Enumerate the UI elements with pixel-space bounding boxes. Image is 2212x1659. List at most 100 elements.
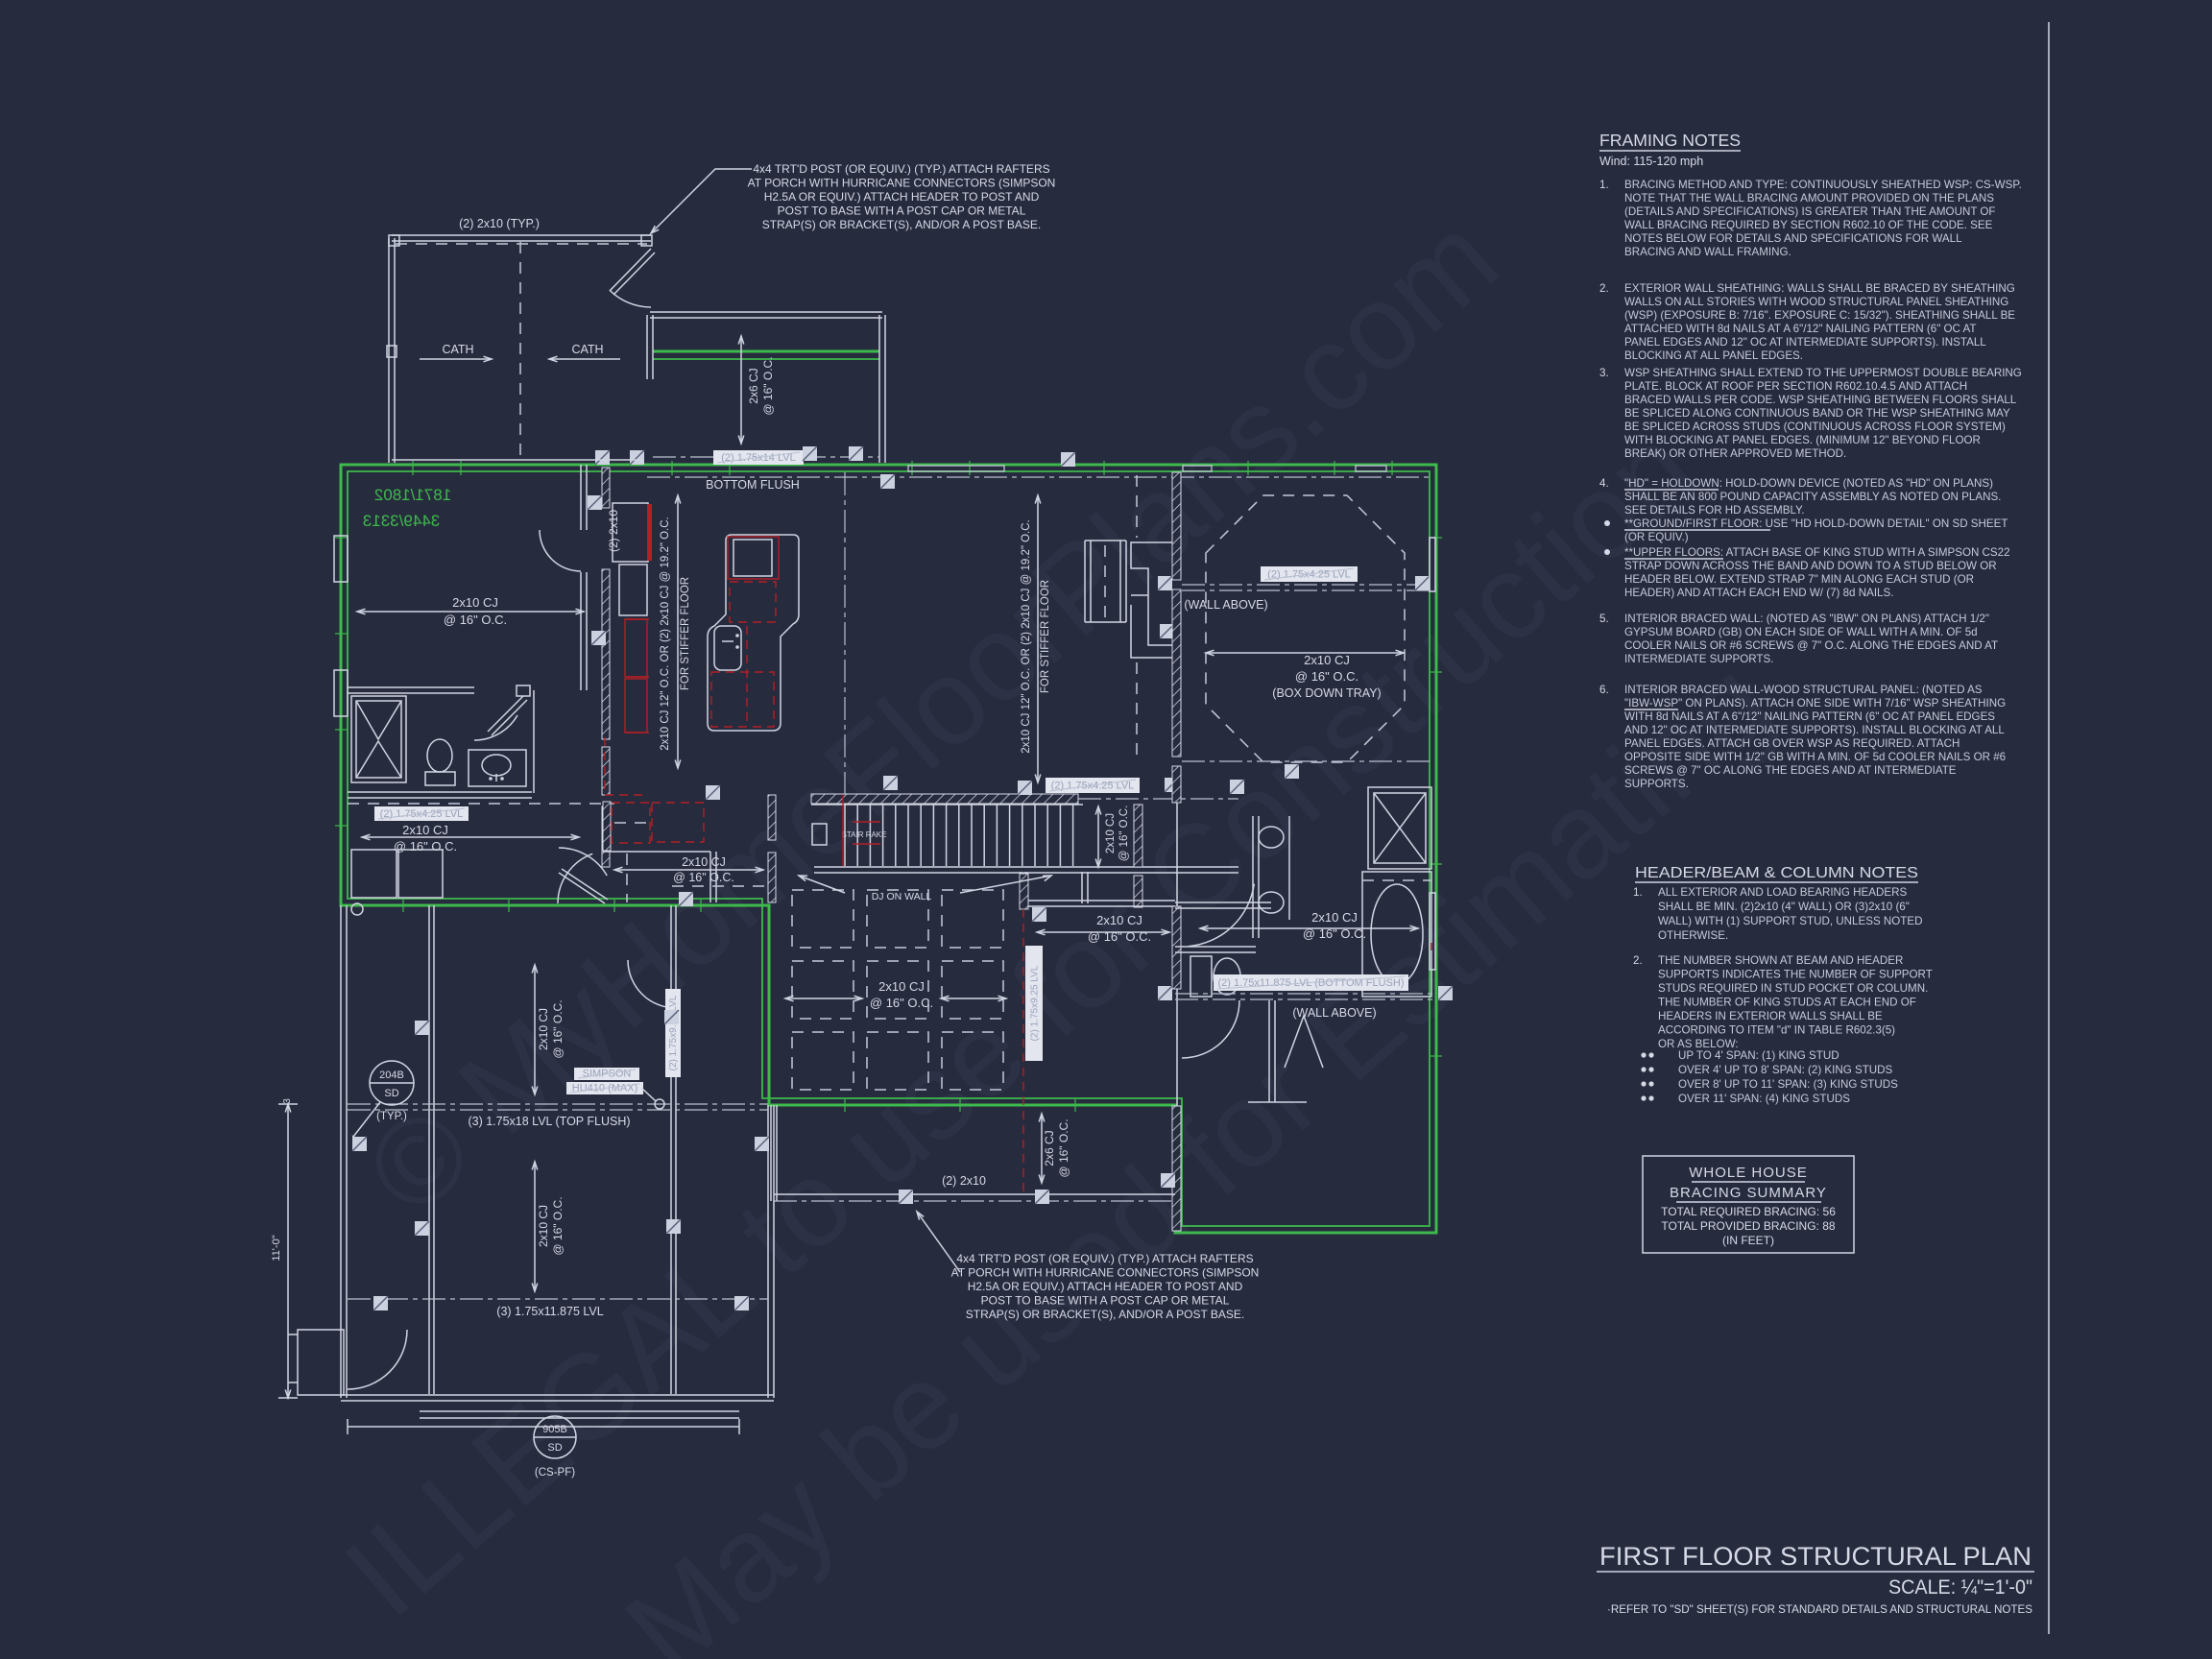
svg-text:NOTE THAT THE WALL BRACING AMO: NOTE THAT THE WALL BRACING AMOUNT PROVID… bbox=[1624, 192, 1994, 204]
svg-text:1871/1802: 1871/1802 bbox=[374, 486, 451, 504]
svg-text:2x10 CJ 12" O.C. OR (2) 2x10 C: 2x10 CJ 12" O.C. OR (2) 2x10 CJ @ 19.2" … bbox=[660, 517, 671, 751]
svg-text:2x10 CJ: 2x10 CJ bbox=[402, 823, 448, 837]
svg-text:EXTERIOR WALL SHEATHING: WALLS: EXTERIOR WALL SHEATHING: WALLS SHALL BE … bbox=[1624, 282, 2015, 295]
svg-text:3449/3313: 3449/3313 bbox=[363, 512, 440, 530]
svg-text:(2) 1.75x9.25 LVL: (2) 1.75x9.25 LVL bbox=[1030, 965, 1041, 1041]
svg-text:THE NUMBER SHOWN AT BEAM AND H: THE NUMBER SHOWN AT BEAM AND HEADER bbox=[1658, 954, 1903, 967]
svg-text:(WALL ABOVE): (WALL ABOVE) bbox=[1292, 1006, 1376, 1020]
svg-text:BRACING SUMMARY: BRACING SUMMARY bbox=[1670, 1185, 1827, 1201]
svg-text:SD: SD bbox=[547, 1442, 562, 1454]
svg-text:(2) 1.75x9.25 LVL: (2) 1.75x9.25 LVL bbox=[668, 995, 679, 1070]
svg-text:INTERIOR BRACED WALL: (NOTED A: INTERIOR BRACED WALL: (NOTED AS "IBW" ON… bbox=[1624, 613, 1989, 625]
svg-text:FOR STIFFER FLOOR: FOR STIFFER FLOOR bbox=[1040, 580, 1051, 693]
svg-text:4x4 TRT'D POST (OR EQUIV.) (TY: 4x4 TRT'D POST (OR EQUIV.) (TYP.) ATTACH… bbox=[753, 162, 1049, 176]
svg-text:ATTACHED WITH 8d NAILS AT A 6": ATTACHED WITH 8d NAILS AT A 6"/12" NAILI… bbox=[1624, 323, 1976, 335]
svg-text:POST TO BASE WITH A POST CAP O: POST TO BASE WITH A POST CAP OR METAL bbox=[778, 204, 1026, 218]
svg-text:2.: 2. bbox=[1633, 954, 1643, 967]
svg-text:@ 16" O.C.: @ 16" O.C. bbox=[444, 613, 507, 627]
svg-text:(OR EQUIV.): (OR EQUIV.) bbox=[1624, 531, 1689, 543]
svg-text:STUDS REQUIRED IN STUD POCKET: STUDS REQUIRED IN STUD POCKET OR COLUMN. bbox=[1658, 982, 1928, 995]
svg-text:2x6 CJ: 2x6 CJ bbox=[1043, 1130, 1056, 1166]
svg-text:(3) 1.75x11.875 LVL: (3) 1.75x11.875 LVL bbox=[496, 1305, 603, 1318]
svg-text:H2.5A OR EQUIV.) ATTACH HEADER: H2.5A OR EQUIV.) ATTACH HEADER TO POST A… bbox=[764, 190, 1040, 204]
svg-text:WITH 8d NAILS AT A 6"/12" NAIL: WITH 8d NAILS AT A 6"/12" NAILING PATTER… bbox=[1624, 710, 1995, 723]
svg-text:(3) 1.75x18 LVL (TOP FLUSH): (3) 1.75x18 LVL (TOP FLUSH) bbox=[468, 1115, 630, 1128]
svg-text:SHALL BE AN 800 POUND CAPACITY: SHALL BE AN 800 POUND CAPACITY ASSEMBLY … bbox=[1624, 491, 2001, 503]
svg-text:SD: SD bbox=[384, 1088, 398, 1099]
svg-text:@ 16" O.C.: @ 16" O.C. bbox=[1295, 669, 1358, 684]
svg-text:3: 3 bbox=[282, 1098, 293, 1104]
svg-text:@ 16" O.C.: @ 16" O.C. bbox=[551, 999, 565, 1058]
svg-text:AND 12" OC AT INTERMEDIATE SUP: AND 12" OC AT INTERMEDIATE SUPPORTS). IN… bbox=[1624, 724, 2005, 736]
svg-text:H2.5A OR EQUIV.) ATTACH HEADER: H2.5A OR EQUIV.) ATTACH HEADER TO POST A… bbox=[968, 1280, 1243, 1293]
svg-text:SHALL BE MIN. (2)2x10 (4" WALL: SHALL BE MIN. (2)2x10 (4" WALL) OR (3)2x… bbox=[1658, 901, 1910, 913]
svg-text:DJ ON WALL: DJ ON WALL bbox=[872, 891, 932, 902]
svg-text:(2) 1.75x11.875 LVL (BOTTOM FL: (2) 1.75x11.875 LVL (BOTTOM FLUSH) bbox=[1218, 977, 1405, 989]
svg-text:WALL) WITH (1) SUPPORT STUD, U: WALL) WITH (1) SUPPORT STUD, UNLESS NOTE… bbox=[1658, 915, 1923, 927]
svg-text:PLATE. BLOCK AT ROOF PER SECTI: PLATE. BLOCK AT ROOF PER SECTION R602.10… bbox=[1624, 380, 1967, 393]
svg-text:INTERIOR BRACED WALL-WOOD STRU: INTERIOR BRACED WALL-WOOD STRUCTURAL PAN… bbox=[1624, 684, 1983, 696]
svg-text:BOTTOM FLUSH: BOTTOM FLUSH bbox=[706, 478, 800, 492]
svg-text:BRACING METHOD AND TYPE: CONTI: BRACING METHOD AND TYPE: CONTINUOUSLY SH… bbox=[1624, 179, 2022, 191]
svg-text:SEE DETAILS FOR HD ASSEMBLY.: SEE DETAILS FOR HD ASSEMBLY. bbox=[1624, 504, 1805, 517]
svg-text:2x10 CJ: 2x10 CJ bbox=[1096, 913, 1142, 927]
svg-text:WALL BRACING REQUIRED BY SECTI: WALL BRACING REQUIRED BY SECTION R602.10… bbox=[1624, 219, 1993, 231]
svg-text:(WSP) (EXPOSURE B: 7/16". EXPO: (WSP) (EXPOSURE B: 7/16". EXPOSURE C: 15… bbox=[1624, 309, 2015, 322]
svg-text:905B: 905B bbox=[542, 1424, 567, 1435]
svg-text:@ 16" O.C.: @ 16" O.C. bbox=[1057, 1118, 1070, 1177]
svg-text:ALL EXTERIOR AND LOAD BEARING: ALL EXTERIOR AND LOAD BEARING HEADERS bbox=[1658, 886, 1907, 899]
svg-text:STRAP(S) OR BRACKET(S), AND/OR: STRAP(S) OR BRACKET(S), AND/OR A POST BA… bbox=[966, 1308, 1245, 1321]
svg-text:5.: 5. bbox=[1599, 613, 1609, 625]
svg-text:WHOLE HOUSE: WHOLE HOUSE bbox=[1689, 1165, 1808, 1181]
svg-text:PANEL EDGES. ATTACH GB OVER WS: PANEL EDGES. ATTACH GB OVER WSP AS REQUI… bbox=[1624, 737, 1960, 750]
svg-text:TOTAL PROVIDED BRACING: 88: TOTAL PROVIDED BRACING: 88 bbox=[1661, 1219, 1835, 1233]
svg-text:OVER 8' UP TO 11' SPAN: (3) KI: OVER 8' UP TO 11' SPAN: (3) KING STUDS bbox=[1678, 1078, 1898, 1091]
svg-text:(BOX DOWN TRAY): (BOX DOWN TRAY) bbox=[1272, 686, 1381, 700]
svg-text:ACCORDING TO ITEM "d" IN TABLE: ACCORDING TO ITEM "d" IN TABLE R602.3(5) bbox=[1658, 1024, 1895, 1037]
svg-text:HEADER/BEAM & COLUMN NOTES: HEADER/BEAM & COLUMN NOTES bbox=[1635, 865, 1918, 881]
svg-text:@ 16" O.C.: @ 16" O.C. bbox=[761, 356, 775, 415]
svg-text:2x10 CJ: 2x10 CJ bbox=[537, 1205, 550, 1247]
svg-text:SUPPORTS.: SUPPORTS. bbox=[1624, 778, 1689, 790]
svg-text:@ 16" O.C.: @ 16" O.C. bbox=[870, 996, 933, 1010]
svg-text:2x10 CJ 12" O.C. OR (2) 2x10 C: 2x10 CJ 12" O.C. OR (2) 2x10 CJ @ 19.2" … bbox=[1021, 519, 1032, 754]
svg-text:OTHERWISE.: OTHERWISE. bbox=[1658, 929, 1728, 942]
svg-text:2x10 CJ: 2x10 CJ bbox=[452, 595, 498, 610]
svg-text:**UPPER FLOORS: ATTACH BASE OF: **UPPER FLOORS: ATTACH BASE OF KING STUD… bbox=[1624, 546, 2010, 559]
svg-text:GYPSUM BOARD (GB) ON EACH SIDE: GYPSUM BOARD (GB) ON EACH SIDE OF WALL W… bbox=[1624, 626, 1978, 638]
svg-text:FRAMING NOTES: FRAMING NOTES bbox=[1599, 131, 1741, 150]
svg-text:(2) 2x10 (TYP.): (2) 2x10 (TYP.) bbox=[459, 217, 540, 230]
svg-text:1.: 1. bbox=[1599, 179, 1609, 191]
svg-text:FIRST FLOOR STRUCTURAL PLAN: FIRST FLOOR STRUCTURAL PLAN bbox=[1599, 1542, 2032, 1571]
svg-text:OPPOSITE SIDE WITH 1/2" GB WIT: OPPOSITE SIDE WITH 1/2" GB WITH A MIN. O… bbox=[1624, 751, 2006, 763]
svg-text:4.: 4. bbox=[1599, 477, 1609, 490]
svg-text:2x10 CJ: 2x10 CJ bbox=[537, 1008, 550, 1050]
svg-text:@ 16" O.C.: @ 16" O.C. bbox=[551, 1196, 565, 1255]
svg-text:PANEL EDGES AND 12" OC AT INTE: PANEL EDGES AND 12" OC AT INTERMEDIATE S… bbox=[1624, 336, 1986, 349]
svg-text:AT PORCH WITH HURRICANE CONNEC: AT PORCH WITH HURRICANE CONNECTORS (SIMP… bbox=[748, 177, 1056, 190]
svg-text:2.: 2. bbox=[1599, 282, 1609, 295]
svg-text:CATH: CATH bbox=[442, 343, 473, 356]
svg-text:BLOCKING AT ALL PANEL EDGES.: BLOCKING AT ALL PANEL EDGES. bbox=[1624, 349, 1803, 362]
svg-text:THE NUMBER OF KING STUDS AT EA: THE NUMBER OF KING STUDS AT EACH END OF bbox=[1658, 997, 1916, 1009]
svg-text:"IBW-WSP" ON PLANS). ATTACH ON: "IBW-WSP" ON PLANS). ATTACH ONE SIDE WIT… bbox=[1624, 697, 2006, 709]
svg-text:NOTES BELOW FOR DETAILS AND SP: NOTES BELOW FOR DETAILS AND SPECIFICATIO… bbox=[1624, 232, 1962, 245]
svg-text:(WALL ABOVE): (WALL ABOVE) bbox=[1184, 598, 1267, 612]
svg-text:2x6 CJ: 2x6 CJ bbox=[747, 368, 760, 403]
svg-text:UP TO 4' SPAN: (1) KING STUD: UP TO 4' SPAN: (1) KING STUD bbox=[1678, 1049, 1839, 1062]
svg-text:OR AS BELOW:: OR AS BELOW: bbox=[1658, 1038, 1739, 1050]
svg-text:1.: 1. bbox=[1633, 886, 1643, 899]
svg-text:AT PORCH WITH HURRICANE CONNEC: AT PORCH WITH HURRICANE CONNECTORS (SIMP… bbox=[951, 1266, 1260, 1280]
svg-text:BRACED WALLS PER CODE. WSP SHE: BRACED WALLS PER CODE. WSP SHEATHING BET… bbox=[1624, 394, 2017, 406]
svg-text:STRAP(S) OR BRACKET(S), AND/OR: STRAP(S) OR BRACKET(S), AND/OR A POST BA… bbox=[762, 218, 1042, 231]
svg-text:6.: 6. bbox=[1599, 684, 1609, 696]
svg-text:STAIR RAKE: STAIR RAKE bbox=[842, 830, 887, 839]
svg-text:11'-0": 11'-0" bbox=[271, 1235, 282, 1261]
svg-text:POST TO BASE WITH A POST CAP O: POST TO BASE WITH A POST CAP OR METAL bbox=[981, 1294, 1230, 1308]
svg-text:2x10 CJ: 2x10 CJ bbox=[682, 855, 726, 869]
svg-text:WITH BLOCKING AT PANEL EDGES.: WITH BLOCKING AT PANEL EDGES. (MINIMUM 1… bbox=[1624, 434, 1981, 446]
svg-text:(2) 2x10: (2) 2x10 bbox=[942, 1174, 986, 1188]
svg-text:2x10 CJ: 2x10 CJ bbox=[1311, 910, 1358, 925]
svg-text:BE SPLICED ALONG CONTINUOUS BA: BE SPLICED ALONG CONTINUOUS BAND OR THE … bbox=[1624, 407, 2010, 420]
svg-text:WALLS ON ALL STORIES WITH WOOD: WALLS ON ALL STORIES WITH WOOD STRUCTURA… bbox=[1624, 296, 2008, 308]
